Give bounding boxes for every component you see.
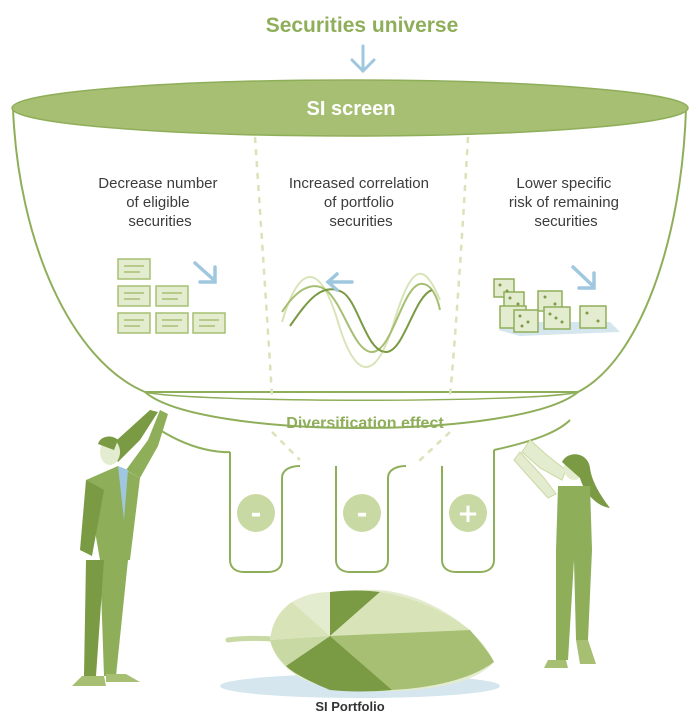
down-arrow-icon — [350, 44, 376, 74]
sine-waves-icon — [281, 272, 441, 368]
leaf-pie-icon — [220, 589, 500, 698]
outlet-sign-1: - — [251, 499, 262, 529]
documents-icon — [117, 258, 226, 334]
column-2-text: Increased correlation of portfolio secur… — [289, 175, 433, 230]
dice-icon — [493, 278, 620, 336]
minus-sign-icon — [237, 494, 275, 532]
diversification-band — [142, 391, 581, 429]
funnel-bowl — [11, 107, 688, 393]
minus-sign-icon — [343, 494, 381, 532]
down-right-arrow-icon — [193, 261, 217, 284]
outlet-sign-3: + — [457, 499, 479, 529]
left-arrow-icon — [325, 272, 354, 292]
outlet-sign-circles — [237, 494, 487, 532]
man-figure-icon — [72, 410, 168, 686]
plus-sign-icon — [449, 494, 487, 532]
woman-figure-icon — [513, 439, 610, 668]
si-screen-rim — [11, 79, 689, 137]
si-portfolio-label: SI Portfolio — [315, 699, 384, 714]
column-dividers — [253, 136, 470, 463]
diversification-effect-label: Diversification effect — [286, 415, 444, 432]
securities-universe-title: Securities universe — [266, 14, 459, 37]
si-screen-label: SI screen — [307, 98, 396, 120]
outlet-sign-2: - — [357, 499, 368, 529]
column-3-text: Lower specific risk of remaining securit… — [509, 175, 623, 230]
column-1-text: Decrease number of eligible securities — [98, 175, 221, 230]
down-right-arrow-icon — [571, 265, 596, 290]
